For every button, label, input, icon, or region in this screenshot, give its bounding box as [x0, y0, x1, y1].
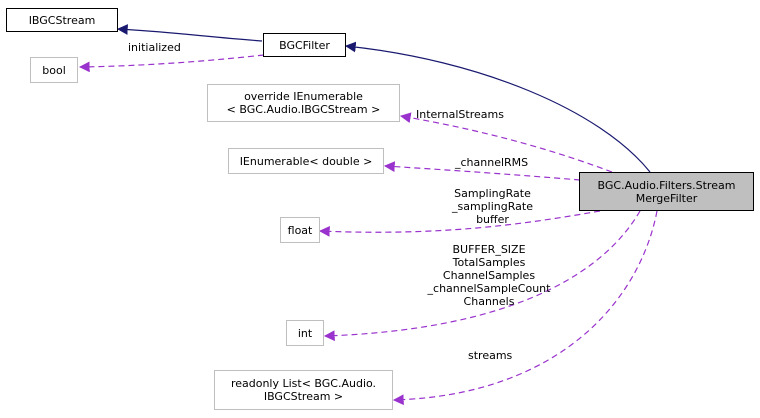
node-readonly-list-line2: IBGCStream >: [263, 390, 344, 403]
node-bgcfilter[interactable]: BGCFilter: [263, 33, 346, 57]
edge-label-float-members: SamplingRate _samplingRate buffer: [440, 187, 545, 226]
edge-internal-streams: [399, 112, 613, 173]
node-ibgcstream[interactable]: IBGCStream: [6, 8, 118, 32]
node-int-label: int: [297, 326, 313, 340]
edge-label-streams: streams: [468, 349, 513, 362]
node-int: int: [286, 320, 324, 346]
edge-label-int-members: BUFFER_SIZE TotalSamples ChannelSamples …: [420, 243, 558, 308]
node-float: float: [280, 217, 320, 243]
edge-label-total-samples: TotalSamples: [452, 256, 526, 269]
edge-float-members: [318, 210, 601, 237]
edge-label-channel-sample-count: _channelSampleCount: [427, 282, 551, 295]
edge-label-buffer-size: BUFFER_SIZE: [452, 243, 526, 256]
node-ibgcstream-label: IBGCStream: [28, 13, 96, 27]
node-ienumerable-double: IEnumerable< double >: [228, 148, 384, 174]
edge-label-channel-samples: ChannelSamples: [442, 269, 536, 282]
edge-label-channels: Channels: [463, 295, 515, 308]
node-ienumerable-double-label: IEnumerable< double >: [239, 154, 373, 168]
node-stream-merge-filter: BGC.Audio.Filters.Stream MergeFilter: [579, 172, 754, 211]
edge-label-channel-rms: _channelRMS: [455, 156, 529, 169]
node-bool-label: bool: [42, 63, 66, 77]
node-focus-line1: BGC.Audio.Filters.Stream: [597, 178, 736, 192]
edge-bgcfilter-inherits-ibgcstream: [116, 24, 263, 42]
edge-label-internal-streams: InternalStreams: [416, 108, 504, 121]
node-readonly-list-line1: readonly List< BGC.Audio.: [230, 377, 377, 390]
edge-label-sampling-rate-field: _samplingRate: [452, 200, 533, 213]
edge-label-buffer: buffer: [476, 213, 509, 226]
edge-initialized: [78, 54, 265, 73]
node-bgcfilter-label: BGCFilter: [279, 38, 330, 52]
node-readonly-list: readonly List< BGC.Audio. IBGCStream >: [214, 370, 393, 410]
edge-label-initialized: initialized: [128, 41, 181, 54]
node-internal-streams-type-line2: < BGC.Audio.IBGCStream >: [226, 103, 381, 116]
node-float-label: float: [287, 223, 313, 237]
node-bool: bool: [30, 57, 78, 83]
edge-channel-rms: [383, 161, 581, 181]
edge-focus-inherits-bgcfilter: [344, 41, 651, 173]
edge-int-members: [323, 210, 641, 342]
node-internal-streams-type: override IEnumerable < BGC.Audio.IBGCStr…: [207, 84, 400, 122]
edge-label-sampling-rate: SamplingRate: [454, 187, 531, 200]
node-internal-streams-type-line1: override IEnumerable: [244, 90, 363, 103]
node-focus-line2: MergeFilter: [635, 191, 698, 205]
